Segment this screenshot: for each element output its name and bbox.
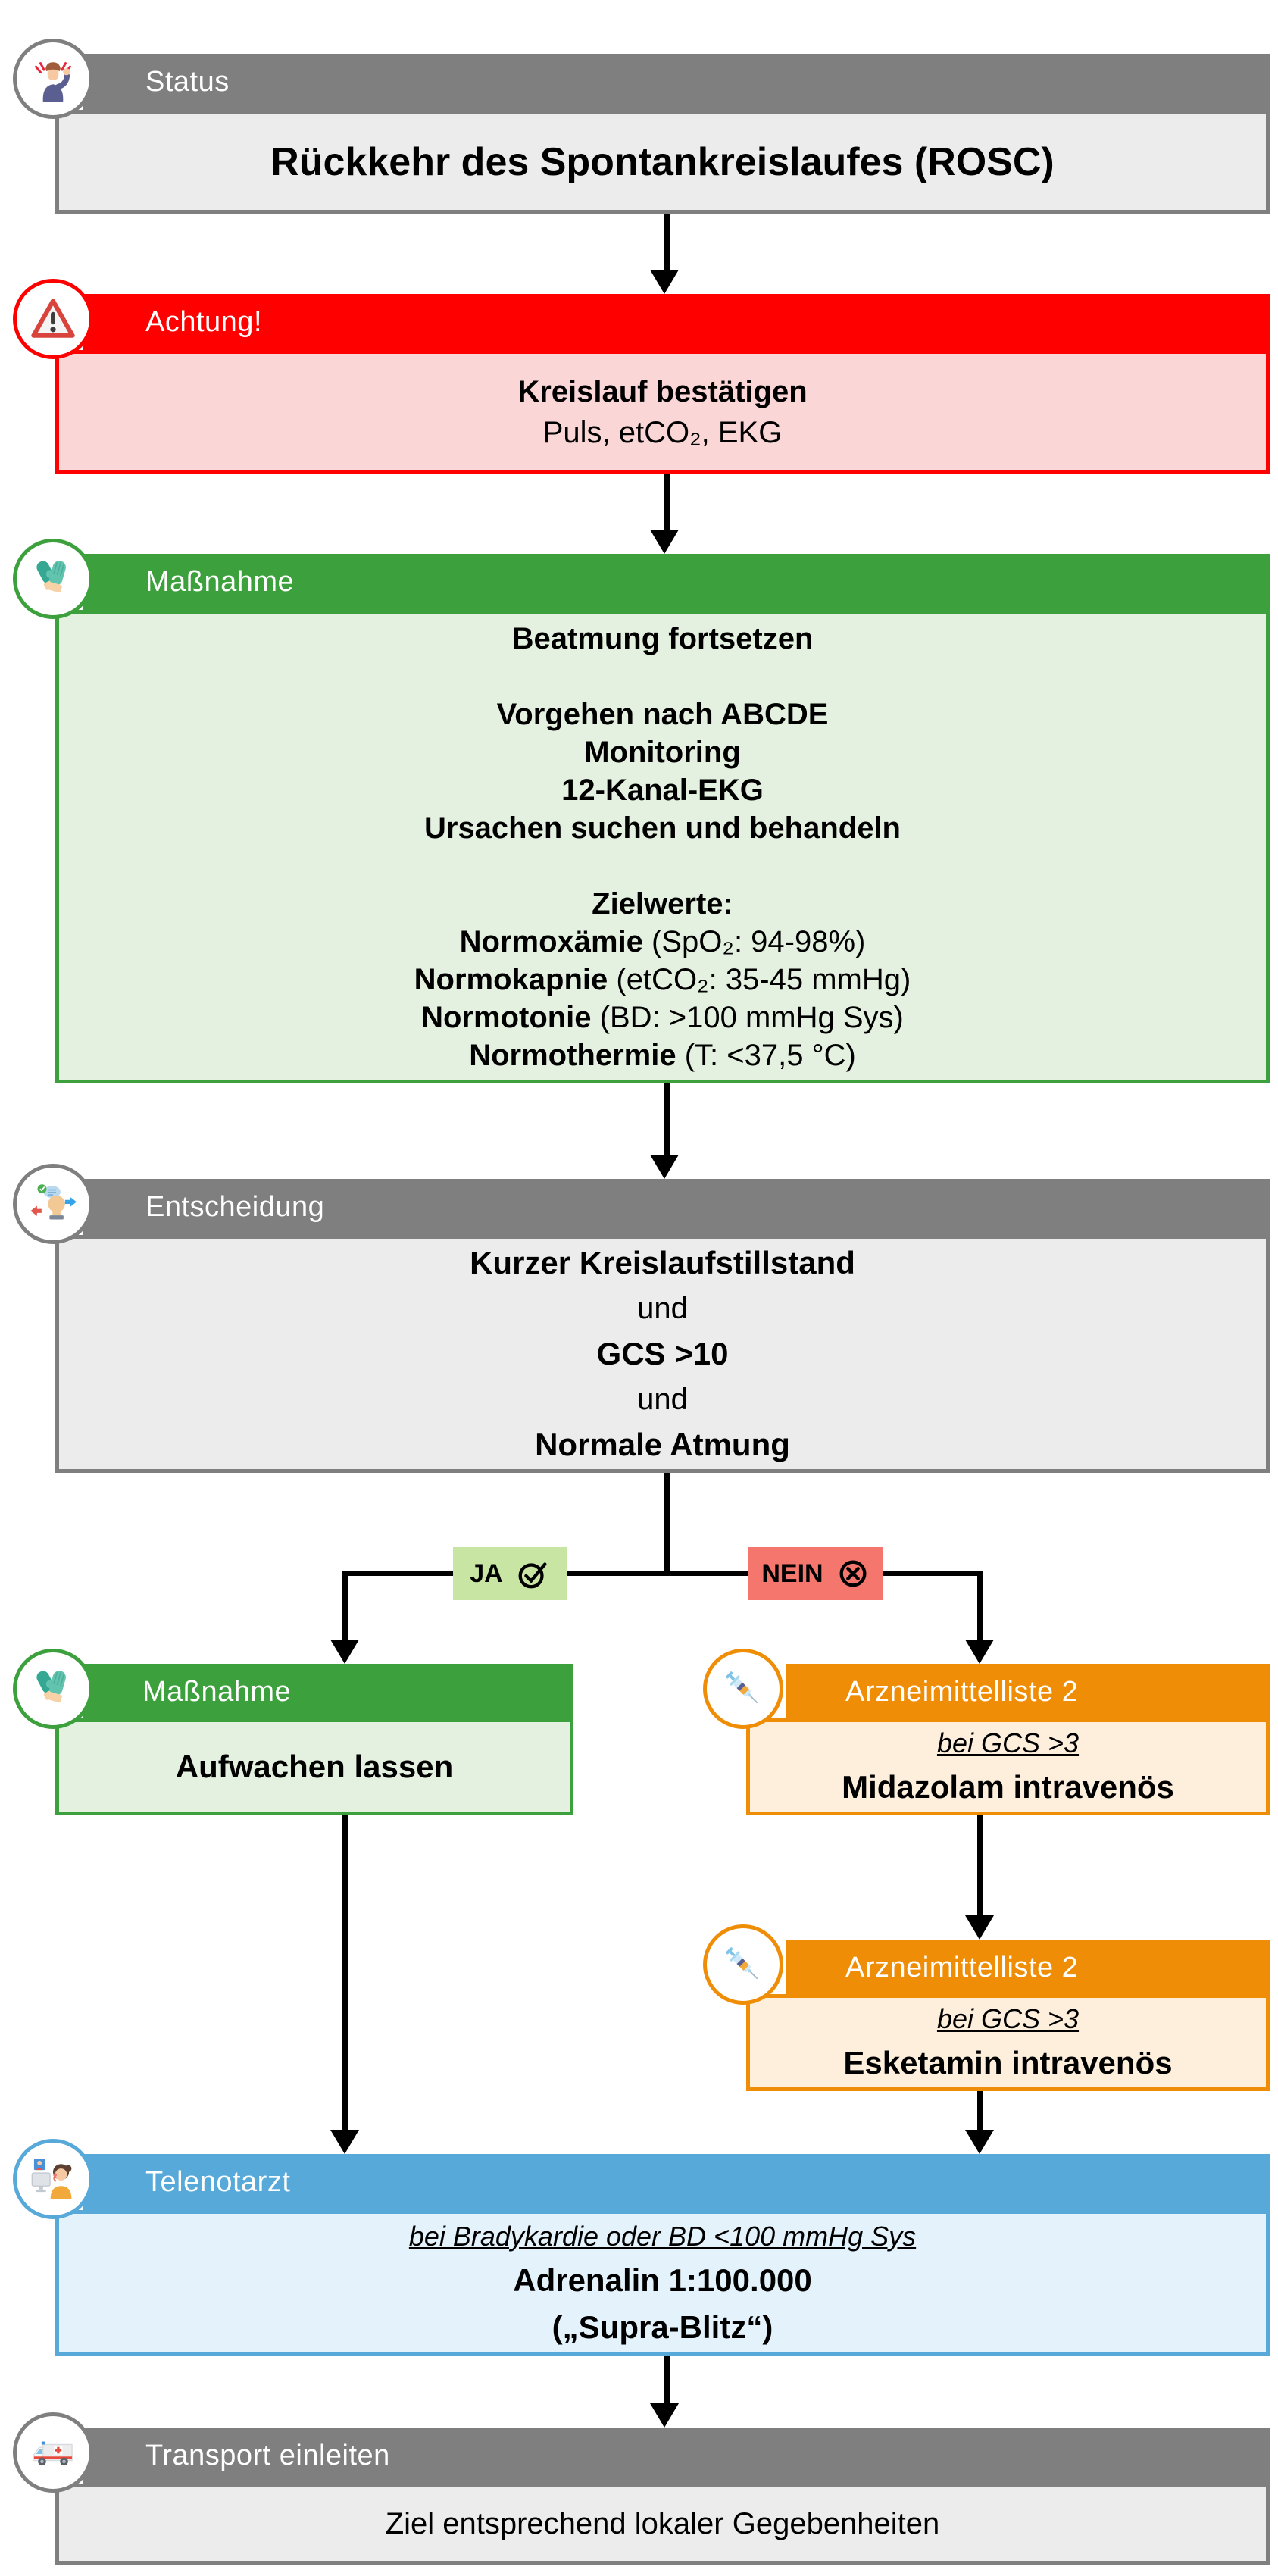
telenotarzt-body: bei Bradykardie oder BD <100 mmHg Sys Ad…: [55, 2210, 1270, 2356]
decision-criterion: Kurzer Kreislaufstillstand: [470, 1245, 855, 1280]
text-line: Ursachen suchen und behandeln: [423, 811, 901, 845]
page-title: Rückkehr des Spontankreislaufes (ROSC): [270, 139, 1055, 184]
telemedicine-doctor-icon: [13, 2139, 93, 2219]
aml2-header-label: Arzneimittelliste 2: [845, 1951, 1079, 1984]
arrow-down: [664, 474, 670, 534]
yes-path-line: [342, 1815, 348, 2133]
person-headache-icon: [13, 39, 93, 119]
medical-gloves-icon: [13, 1649, 93, 1729]
arrow-down: [664, 2356, 670, 2406]
aml1-drug: Midazolam intravenös: [842, 1769, 1174, 1805]
text-line: Vorgehen nach ABCDE: [496, 697, 829, 731]
arrow-down: [664, 214, 670, 274]
branch-stem-line: [664, 1473, 670, 1576]
telenotarzt-condition: bei Bradykardie oder BD <100 mmHg Sys: [408, 2220, 917, 2252]
status-header-label: Status: [145, 65, 230, 98]
check-circle-icon: [518, 1562, 547, 1589]
arrow-down: [664, 1083, 670, 1155]
achtung-header-label: Achtung!: [145, 305, 262, 338]
text-line: 12-Kanal-EKG: [561, 773, 764, 807]
target-line: Normotonie (BD: >100 mmHg Sys): [421, 1000, 904, 1034]
entscheidung-header-label: Entscheidung: [145, 1190, 325, 1223]
achtung-detail: Puls, etCO₂, EKG: [542, 415, 783, 449]
transport-goal: Ziel entsprechend lokaler Gegebenheiten: [385, 2507, 940, 2540]
massnahme1-header: Maßnahme: [83, 554, 1270, 610]
syringe-icon: [703, 1649, 783, 1729]
massnahme1-header-label: Maßnahme: [145, 565, 295, 598]
aml1-condition: bei GCS >3: [936, 1727, 1080, 1758]
status-header: Status: [83, 54, 1270, 110]
arrow-down-head: [965, 1915, 994, 1940]
text-line: Beatmung fortsetzen: [511, 621, 814, 655]
warning-triangle-icon: [13, 279, 93, 359]
decision-head-icon: [13, 1164, 93, 1244]
branch-yes-line: [342, 1571, 348, 1643]
ambulance-icon: [13, 2412, 93, 2493]
syringe-icon: [703, 1924, 783, 2005]
aml2-body: bei GCS >3 Esketamin intravenös: [746, 1994, 1270, 2091]
aml2-drug: Esketamin intravenös: [843, 2045, 1173, 2080]
target-line: Normoxämie (SpO₂: 94-98%): [459, 924, 866, 958]
branch-yes-arrow-head: [330, 1640, 359, 1664]
aml1-body: bei GCS >3 Midazolam intravenös: [746, 1718, 1270, 1815]
entscheidung-header: Entscheidung: [83, 1179, 1270, 1235]
achtung-body: Kreislauf bestätigen Puls, etCO₂, EKG: [55, 350, 1270, 474]
branch-yes-label: JA: [453, 1547, 567, 1600]
massnahme2-header: Maßnahme: [83, 1664, 573, 1720]
massnahme2-body: Aufwachen lassen: [55, 1718, 573, 1815]
arrow-down: [977, 1815, 983, 1918]
achtung-header: Achtung!: [83, 294, 1270, 350]
massnahme1-body: Beatmung fortsetzen Vorgehen nach ABCDE …: [55, 610, 1270, 1083]
text-line: Monitoring: [584, 735, 741, 769]
aml2-condition: bei GCS >3: [936, 2003, 1080, 2034]
massnahme2-action: Aufwachen lassen: [175, 1749, 454, 1784]
telenotarzt-header-label: Telenotarzt: [145, 2165, 291, 2198]
massnahme2-header-label: Maßnahme: [142, 1675, 292, 1708]
status-body: Rückkehr des Spontankreislaufes (ROSC): [55, 110, 1270, 214]
entscheidung-body: Kurzer Kreislaufstillstand und GCS >10 u…: [55, 1235, 1270, 1473]
branch-no-label: NEIN: [748, 1547, 883, 1600]
arrow-down-head: [965, 2130, 994, 2154]
decision-conjunction: und: [637, 1383, 688, 1416]
target-line: Normokapnie (etCO₂: 35-45 mmHg): [414, 962, 911, 996]
aml1-header-label: Arzneimittelliste 2: [845, 1675, 1079, 1708]
target-line: Normothermie (T: <37,5 °C): [469, 1038, 856, 1072]
arrow-down-head: [650, 1155, 679, 1179]
branch-no-arrow-head: [965, 1640, 994, 1664]
medical-gloves-icon: [13, 539, 93, 619]
yes-path-arrow-head: [330, 2130, 359, 2154]
decision-criterion: GCS >10: [596, 1336, 729, 1371]
arrow-down-head: [650, 2403, 679, 2428]
arrow-down-head: [650, 270, 679, 294]
aml2-header: Arzneimittelliste 2: [786, 1940, 1270, 1996]
branch-no-line: [977, 1571, 983, 1643]
arrow-down: [977, 2091, 983, 2133]
decision-criterion: Normale Atmung: [535, 1427, 790, 1462]
telenotarzt-header: Telenotarzt: [83, 2154, 1270, 2210]
aml1-header: Arzneimittelliste 2: [786, 1664, 1270, 1720]
transport-header-label: Transport einleiten: [145, 2439, 390, 2471]
transport-body: Ziel entsprechend lokaler Gegebenheiten: [55, 2484, 1270, 2565]
achtung-emphasis: Kreislauf bestätigen: [517, 374, 808, 408]
text-line: Zielwerte:: [592, 886, 733, 921]
telenotarzt-line1: Adrenalin 1:100.000: [513, 2262, 812, 2298]
cross-circle-icon: [839, 1560, 867, 1587]
branch-horizontal-line: [342, 1571, 983, 1576]
transport-header: Transport einleiten: [83, 2428, 1270, 2484]
telenotarzt-line2: („Supra-Blitz“): [552, 2309, 773, 2345]
decision-conjunction: und: [637, 1292, 688, 1325]
arrow-down-head: [650, 530, 679, 554]
